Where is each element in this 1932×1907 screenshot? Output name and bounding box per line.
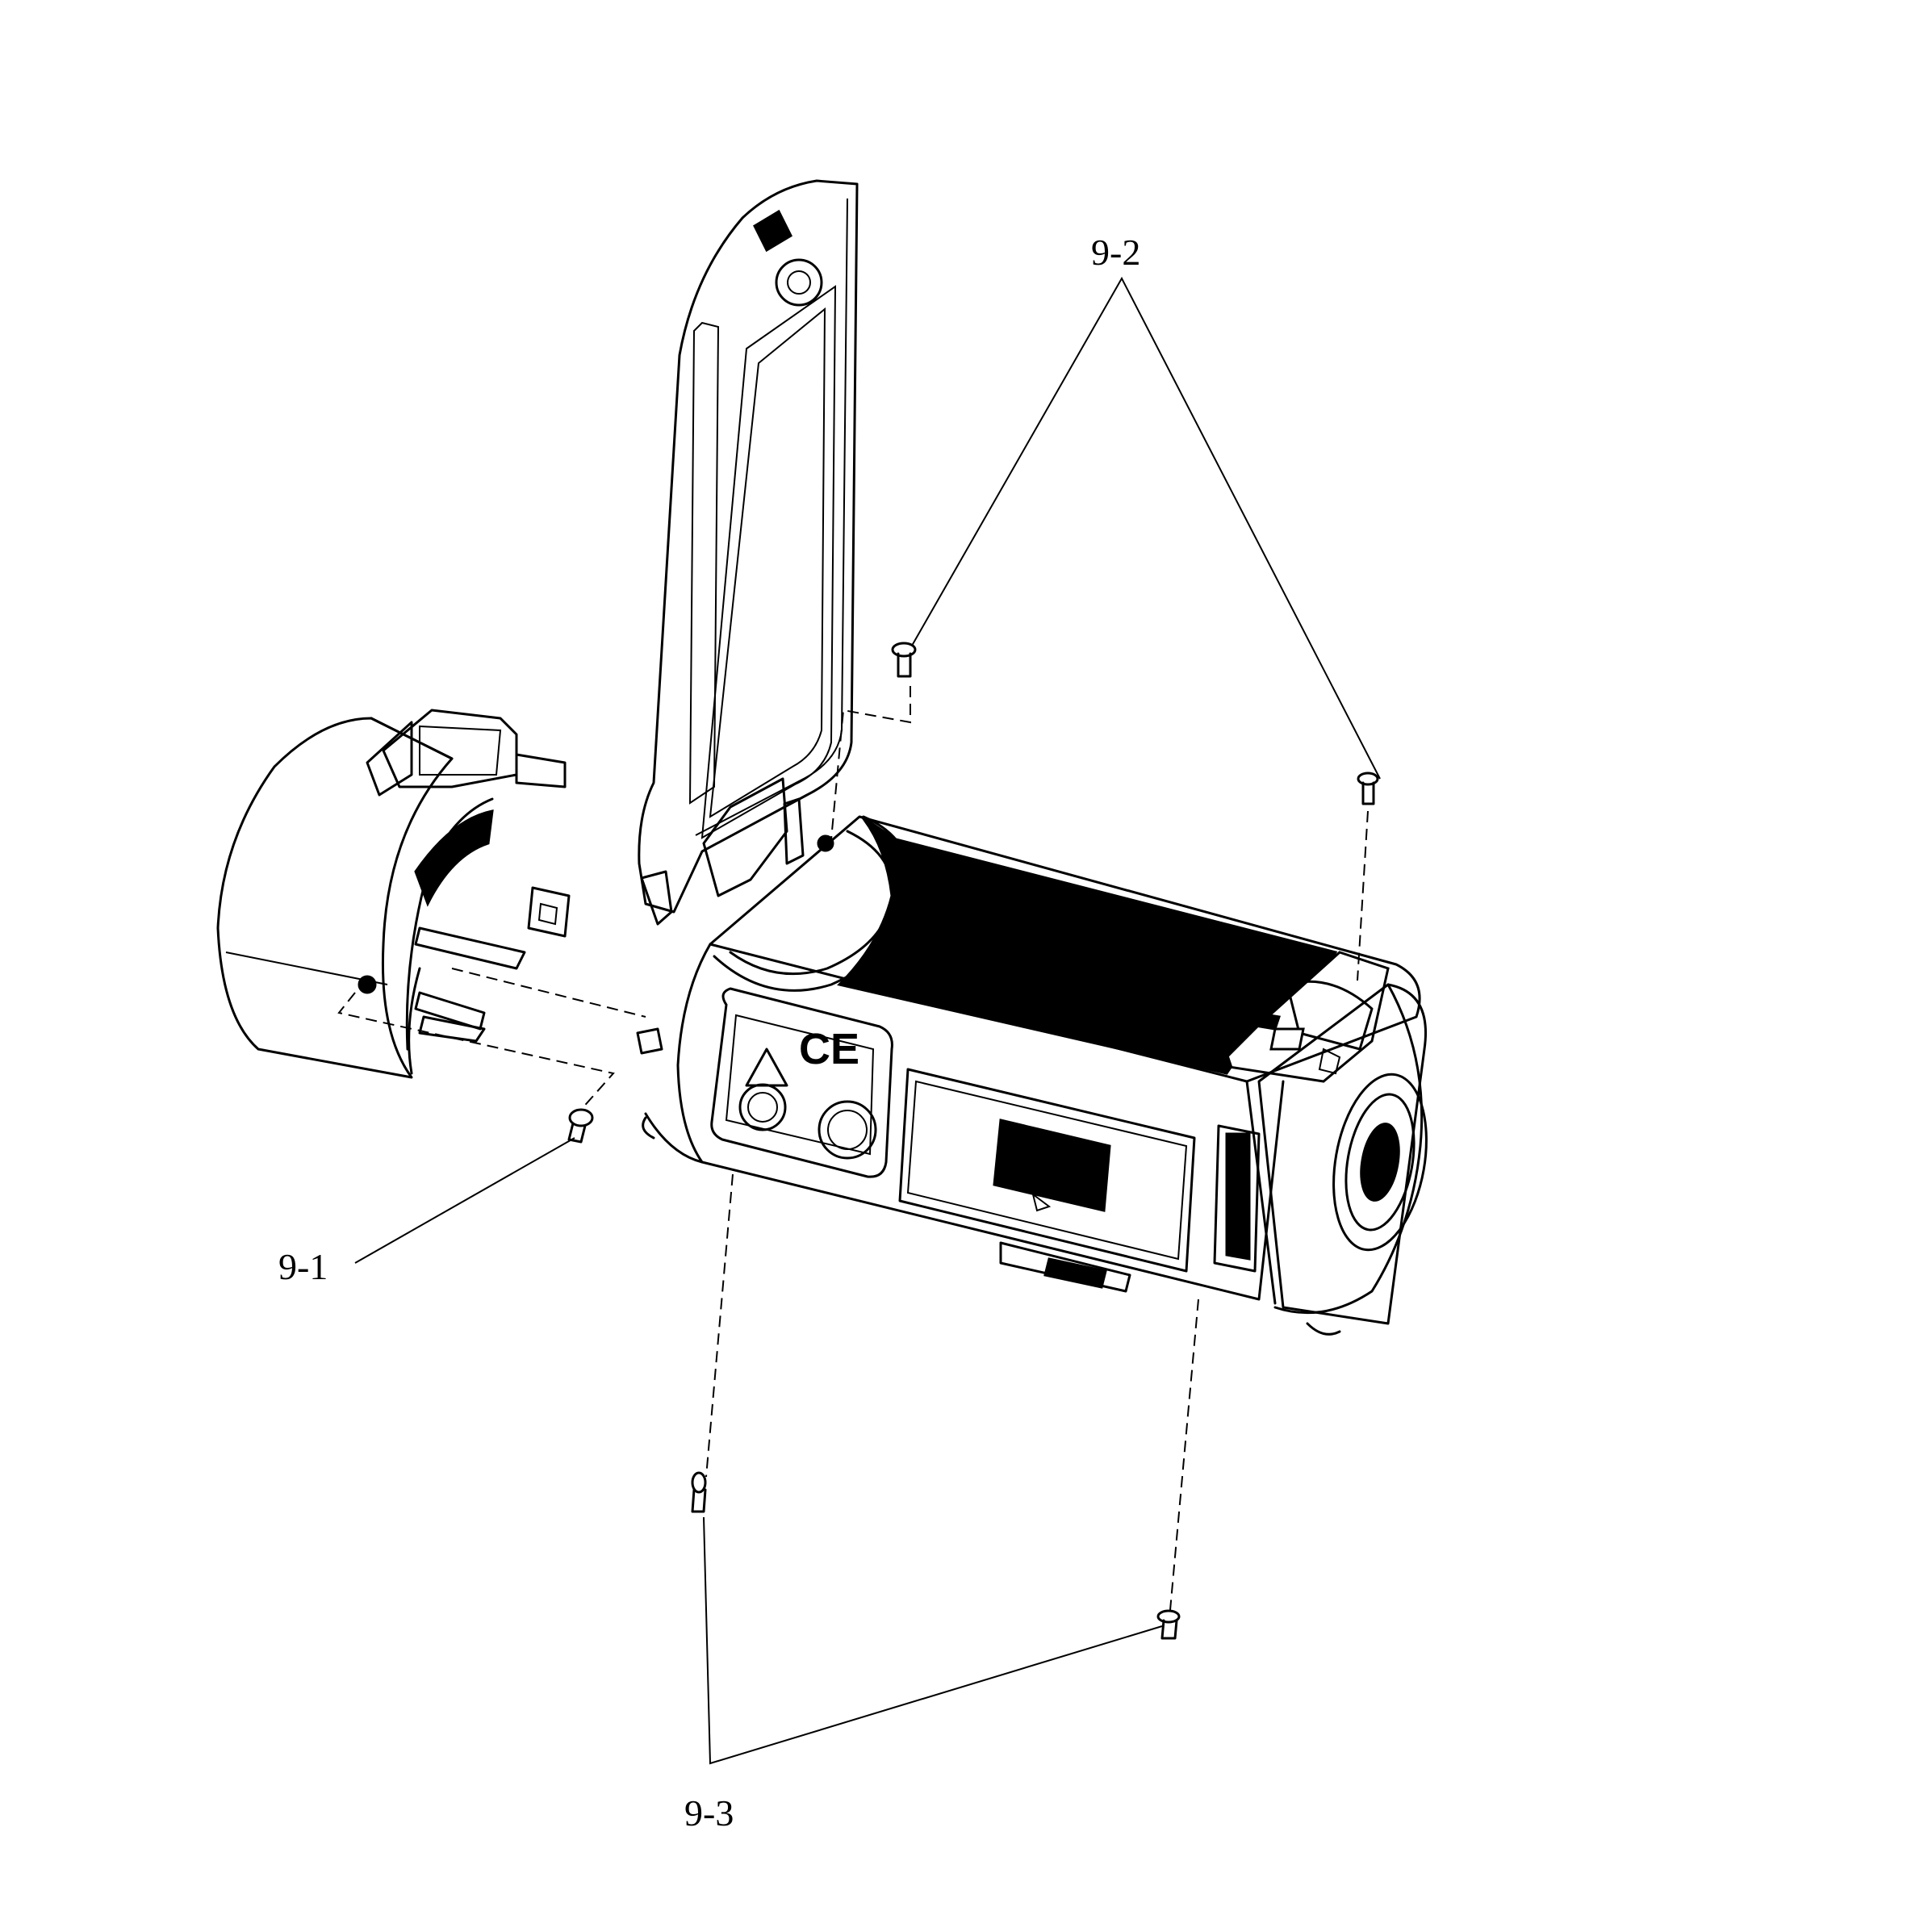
callout-label-9-3: 9-3 [684, 1792, 734, 1834]
screw-9-3-right [1156, 1609, 1181, 1640]
callout-label-9-2: 9-2 [1091, 232, 1140, 273]
screw-9-1 [567, 1108, 594, 1144]
lcd-panel [638, 179, 859, 926]
screw-9-2-left [891, 642, 917, 678]
callout-9-1: 9-1 [278, 1137, 575, 1287]
ce-mark-logo: CE [799, 1025, 859, 1073]
callout-9-3: 9-3 [684, 1516, 1163, 1834]
callout-label-9-1: 9-1 [278, 1246, 328, 1287]
callout-9-2: 9-2 [911, 232, 1381, 780]
screw-9-2-right [1357, 772, 1379, 805]
screw-9-3-left [691, 1471, 707, 1513]
lens-housing [216, 709, 571, 1079]
camera-body: CE [636, 815, 1428, 1336]
assembly-lines [337, 686, 1369, 1611]
